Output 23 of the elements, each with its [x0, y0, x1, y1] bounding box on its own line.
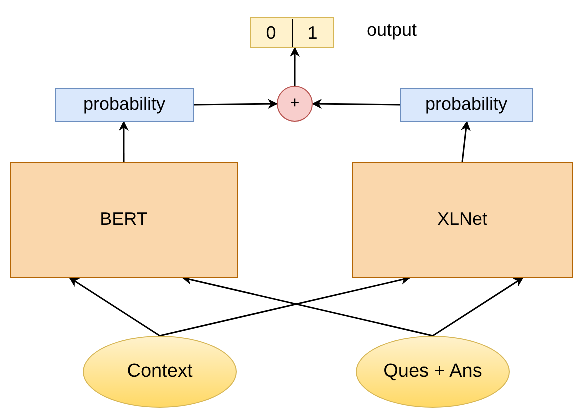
- probability-box: [55, 88, 194, 122]
- arrow: [118, 121, 129, 162]
- arrow: [290, 47, 300, 86]
- node-label: Ques + Ans: [384, 362, 482, 382]
- node-label: Context: [127, 362, 193, 382]
- arrow: [69, 277, 160, 337]
- arrow: [432, 277, 524, 337]
- node-label: +: [290, 95, 300, 113]
- arrow: [312, 99, 400, 110]
- node-label: probability: [425, 95, 508, 115]
- output-label: output: [367, 20, 418, 41]
- arrow: [194, 99, 278, 110]
- output-box: [250, 17, 334, 48]
- node-label: BERT: [100, 210, 148, 230]
- output-value: 0: [251, 18, 292, 46]
- arrow: [461, 121, 471, 162]
- node-label: XLNet: [437, 210, 488, 230]
- output-value: 1: [306, 22, 319, 44]
- probability-box: [400, 88, 533, 122]
- sum-circle: [277, 86, 313, 122]
- model-box: [10, 162, 238, 278]
- model-box: [352, 162, 573, 278]
- node-label: probability: [83, 95, 166, 115]
